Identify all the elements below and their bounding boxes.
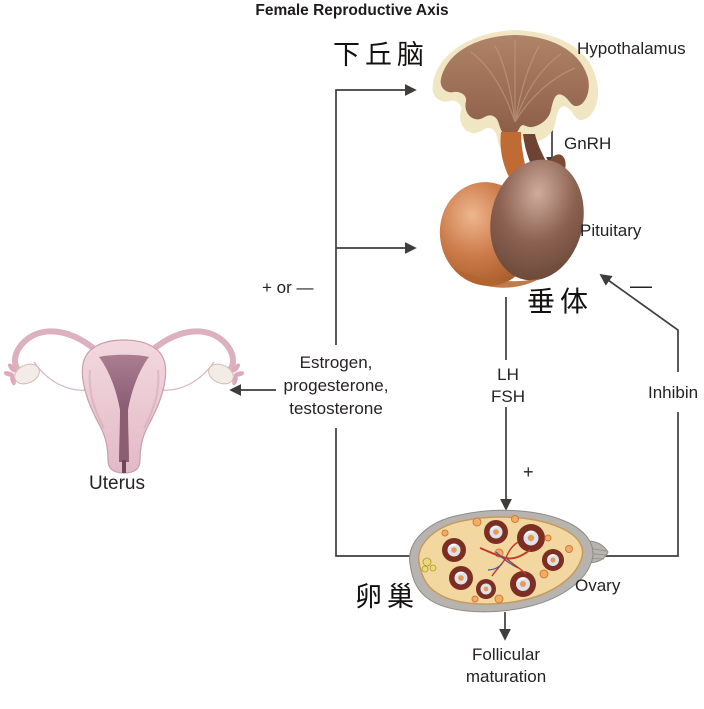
line-inhibin-lower	[600, 412, 679, 557]
corpus-luteum	[421, 557, 437, 573]
hormone-line-2: progesterone,	[283, 376, 389, 395]
lh-fsh-label: LH FSH	[491, 364, 525, 408]
vaginal-slit	[122, 460, 126, 473]
uterus-illustration	[3, 328, 245, 474]
primordial-follicles	[441, 515, 573, 604]
line-ovary-to-trunk	[335, 428, 411, 557]
right-ligament	[159, 361, 215, 391]
left-ligament	[33, 361, 89, 391]
pituitary-label-cn: 垂体	[527, 285, 594, 318]
left-fallopian-tube	[11, 328, 103, 371]
inhibin-minus-sign: —	[630, 273, 652, 298]
hypothalamus-label: Hypothalamus	[577, 39, 686, 58]
ovary-vessels	[479, 541, 531, 577]
hormone-line-3: testosterone	[289, 399, 383, 418]
uterus-shading-left	[88, 369, 105, 429]
ovary-label: Ovary	[575, 576, 621, 595]
ovary-illustration	[409, 509, 609, 613]
cervical-canal	[119, 408, 129, 462]
left-ovary-small	[14, 363, 40, 385]
posterior-pituitary-lobe	[490, 159, 584, 281]
gnrh-label: GnRH	[564, 134, 612, 153]
inhibin-label: Inhibin	[648, 383, 699, 402]
ovarian-follicles	[442, 520, 564, 599]
arrow-feedback-to-hypothalamus	[335, 84, 417, 345]
uterus-shading-right	[143, 369, 160, 429]
plus-or-minus-label: + or —	[262, 278, 314, 297]
hypothalamus-striations	[470, 40, 576, 123]
follicular-line-2: maturation	[465, 667, 547, 686]
uterus-label: Uterus	[89, 473, 145, 494]
anterior-lobe-lower-edge	[453, 268, 541, 288]
follicular-line-1: Follicular	[471, 645, 541, 664]
follicular-maturation-label: Follicular maturation	[466, 644, 546, 688]
fsh-label: FSH	[491, 387, 525, 406]
diagram-title: Female Reproductive Axis	[255, 2, 449, 19]
hypothalamus-pituitary-illustration	[432, 30, 599, 288]
lhfsh-plus-sign: +	[523, 462, 534, 482]
arrow-inhibin-to-pituitary	[599, 273, 679, 372]
pituitary-label: Pituitary	[580, 221, 642, 240]
lh-label: LH	[497, 365, 519, 384]
hormone-line-1: Estrogen,	[299, 353, 373, 372]
right-ovary-small	[208, 363, 234, 385]
uterine-cavity	[99, 354, 149, 417]
right-fallopian-tube	[145, 328, 237, 371]
hypothalamus-label-cn: 下丘脑	[333, 40, 429, 71]
ovarian-hormones-label: Estrogen, progesterone, testosterone	[284, 351, 389, 420]
ovary-label-cn: 卵巢	[355, 582, 419, 613]
